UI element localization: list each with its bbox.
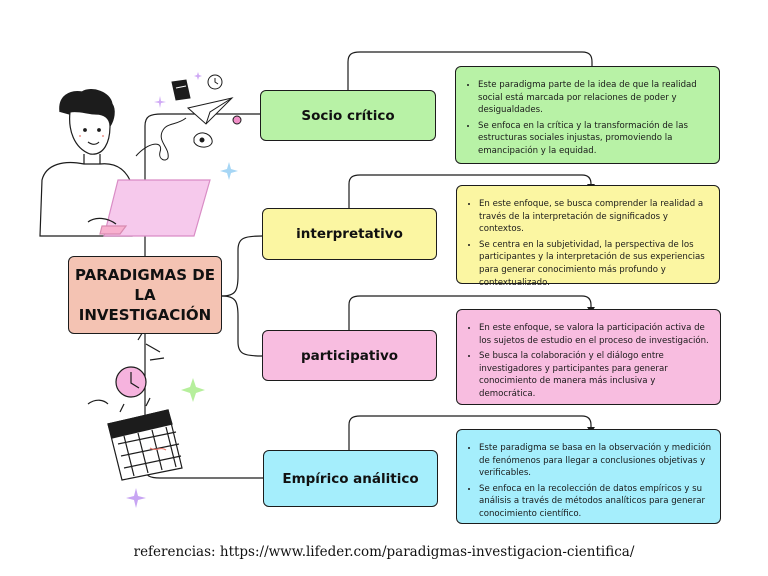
- sparkle-icon: [220, 162, 238, 180]
- description-bullet: En este enfoque, se busca comprender la …: [479, 198, 711, 236]
- branch-participativo: participativo: [262, 330, 437, 381]
- branch-socio-critico: Socio crítico: [260, 90, 436, 141]
- central-topic: PARADIGMAS DE LA INVESTIGACIÓN: [68, 256, 222, 334]
- description-interpretativo: En este enfoque, se busca comprender la …: [456, 185, 720, 288]
- description-bullet: Este paradigma se basa en la observación…: [479, 442, 712, 480]
- paper-plane-illustration: [135, 74, 242, 161]
- branch-label: participativo: [300, 347, 399, 364]
- branch-interpretativo: interpretativo: [262, 208, 437, 260]
- description-empirico-analitico: Este paradigma se basa en la observación…: [456, 429, 721, 524]
- central-title-line-2: LA INVESTIGACIÓN: [78, 286, 212, 324]
- branch-label: interpretativo: [296, 226, 403, 242]
- person-with-laptop-illustration: [39, 89, 211, 237]
- description-bullet: En este enfoque, se valora la participac…: [479, 322, 712, 347]
- reference-text: referencias: https://www.lifeder.com/par…: [133, 544, 635, 560]
- calendar-illustration: [87, 397, 183, 481]
- description-bullet: Se busca la colaboración y el diálogo en…: [479, 350, 712, 400]
- branch-label: Socio crítico: [301, 107, 395, 124]
- sparkle-small-icon: [154, 72, 202, 108]
- sparkle-green-icon: [181, 378, 205, 402]
- description-bullet: Se enfoca en la recolección de datos emp…: [479, 483, 712, 521]
- central-title-line-1: PARADIGMAS DE: [75, 266, 215, 284]
- description-participativo: En este enfoque, se valora la participac…: [456, 309, 721, 405]
- clock-illustration: [115, 329, 165, 398]
- description-bullet: Se enfoca en la crítica y la transformac…: [478, 120, 711, 158]
- description-bullet: Se centra en la subjetividad, la perspec…: [479, 239, 711, 289]
- description-socio-critico: Este paradigma parte de la idea de que l…: [455, 66, 720, 164]
- description-bullet: Este paradigma parte de la idea de que l…: [478, 79, 711, 117]
- sparkle-purple-icon: [126, 488, 146, 508]
- branch-empirico-analitico: Empírico análitico: [263, 450, 438, 507]
- branch-label: Empírico análitico: [282, 470, 419, 487]
